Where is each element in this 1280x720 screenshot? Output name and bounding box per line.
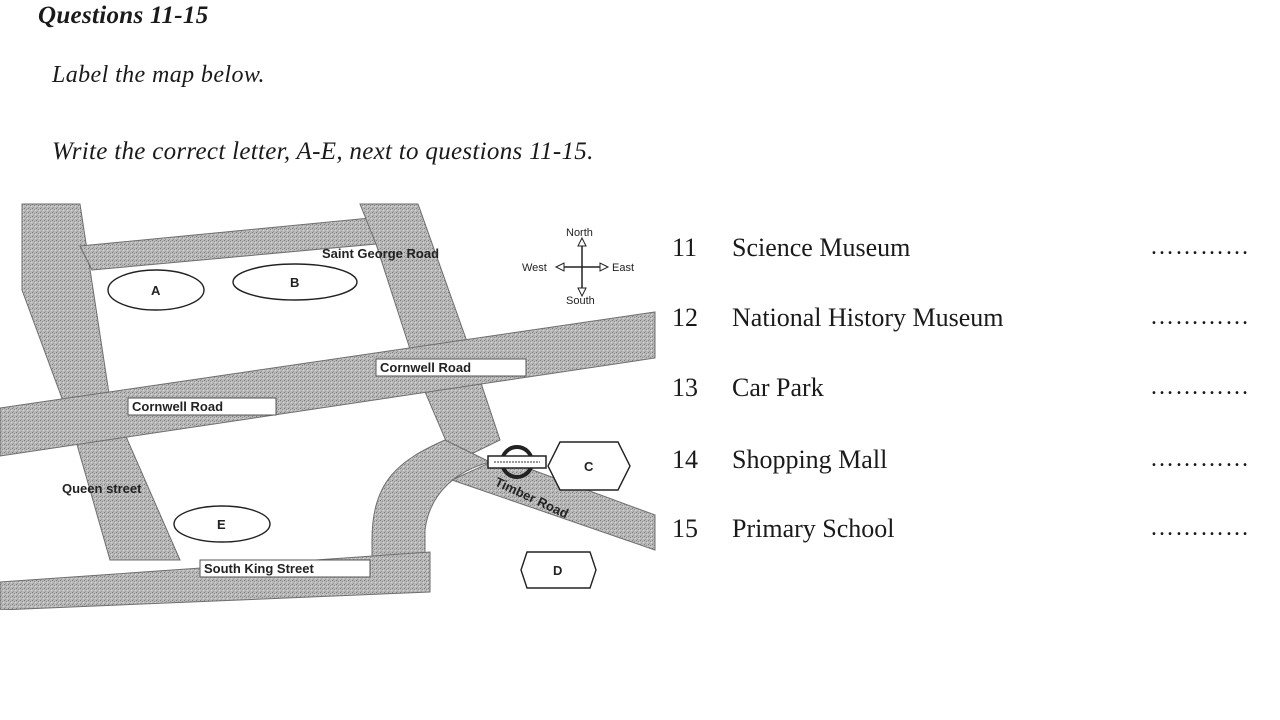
road-west-vertical (21, 203, 181, 561)
instruction-write-letter: Write the correct letter, A-E, next to q… (52, 138, 594, 165)
station-icon (487, 445, 547, 479)
tag-south-king (199, 559, 371, 578)
question-number: 14 (672, 445, 698, 474)
location-e-marker (173, 505, 271, 543)
question-label: Car Park (732, 373, 824, 402)
tag-cornwell-lower (127, 397, 277, 416)
answer-blank[interactable]: ………… (1150, 446, 1250, 472)
compass-south: South (566, 295, 595, 307)
question-number: 11 (672, 233, 698, 262)
label-cornwell-road-upper: Cornwell Road (380, 360, 471, 375)
question-row: 15 Primary School ………… (672, 511, 1272, 547)
road-saint-george (79, 217, 377, 271)
road-curve (371, 439, 492, 571)
question-label: Shopping Mall (732, 445, 888, 474)
answer-blank[interactable]: ………… (1150, 374, 1250, 400)
answer-blank[interactable]: ………… (1150, 304, 1250, 330)
question-number: 12 (672, 303, 698, 332)
question-label: National History Museum (732, 303, 1004, 332)
compass-west: West (522, 262, 547, 274)
location-d-marker (520, 551, 597, 589)
label-queen-street: Queen street (62, 481, 142, 496)
road-cornwell (0, 311, 656, 457)
tag-cornwell-upper (375, 358, 527, 377)
label-saint-george-road: Saint George Road (322, 246, 439, 261)
question-number: 13 (672, 373, 698, 402)
location-markers: A B C D E (107, 263, 631, 589)
question-row: 14 Shopping Mall ………… (672, 442, 1272, 478)
location-c-letter: C (584, 459, 594, 474)
question-row: 13 Car Park ………… (672, 370, 1272, 406)
location-b-marker (232, 263, 358, 301)
section-heading: Questions 11-15 (38, 2, 209, 29)
instruction-label-map: Label the map below. (52, 62, 265, 88)
answer-blank[interactable]: ………… (1150, 234, 1250, 260)
question-row: 12 National History Museum ………… (672, 300, 1272, 336)
location-a-letter: A (151, 283, 161, 298)
question-label: Primary School (732, 514, 895, 543)
compass-east: East (612, 262, 634, 274)
road-middle-vertical (359, 203, 501, 463)
roads (0, 203, 656, 610)
location-c-marker (547, 441, 631, 491)
road-timber (450, 457, 656, 551)
question-label: Science Museum (732, 233, 911, 262)
answer-blank[interactable]: ………… (1150, 515, 1250, 541)
question-number: 15 (672, 514, 698, 543)
location-b-letter: B (290, 275, 299, 290)
question-row: 11 Science Museum ………… (672, 230, 1272, 266)
street-map: Saint George Road Cornwell Road Cornwell… (0, 203, 656, 610)
label-cornwell-road-lower: Cornwell Road (132, 399, 223, 414)
location-e-letter: E (217, 517, 226, 532)
label-south-king-street: South King Street (204, 561, 314, 576)
compass-north: North (566, 227, 593, 239)
compass-icon: North South East West (522, 227, 634, 307)
location-a-marker (107, 269, 205, 311)
location-d-letter: D (553, 563, 562, 578)
